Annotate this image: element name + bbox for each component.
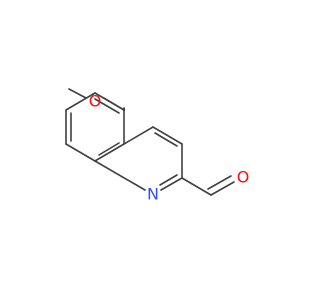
bond-c8a-c4a (94, 143, 125, 162)
bond-c8a-c4a-inner (98, 142, 120, 156)
bond-cho-o-double (207, 175, 232, 190)
bond-c4-c3 (152, 126, 183, 145)
bond-c2-n1-inner (159, 174, 178, 186)
structure-diagram: N O O (65, 88, 250, 204)
bond-c4-c3-inner (154, 132, 178, 147)
atom-label-n1: N (147, 185, 159, 204)
atom-label-o-methoxy: O (89, 92, 102, 111)
bond-c2-n1 (160, 177, 183, 191)
bond-c5-c6 (94, 92, 125, 111)
bond-o-ch3-drawn (68, 88, 87, 99)
bond-c5-c6-inner (94, 98, 120, 114)
bond-cho-o (210, 181, 235, 196)
atom-label-o-aldehyde: O (237, 168, 250, 187)
bond-c8-c8a (65, 143, 96, 162)
bond-n1-c8a (94, 160, 146, 191)
bond-c4a-c4 (123, 126, 154, 145)
bond-c2-cho (181, 177, 212, 196)
bond-c6-c7 (65, 92, 96, 111)
